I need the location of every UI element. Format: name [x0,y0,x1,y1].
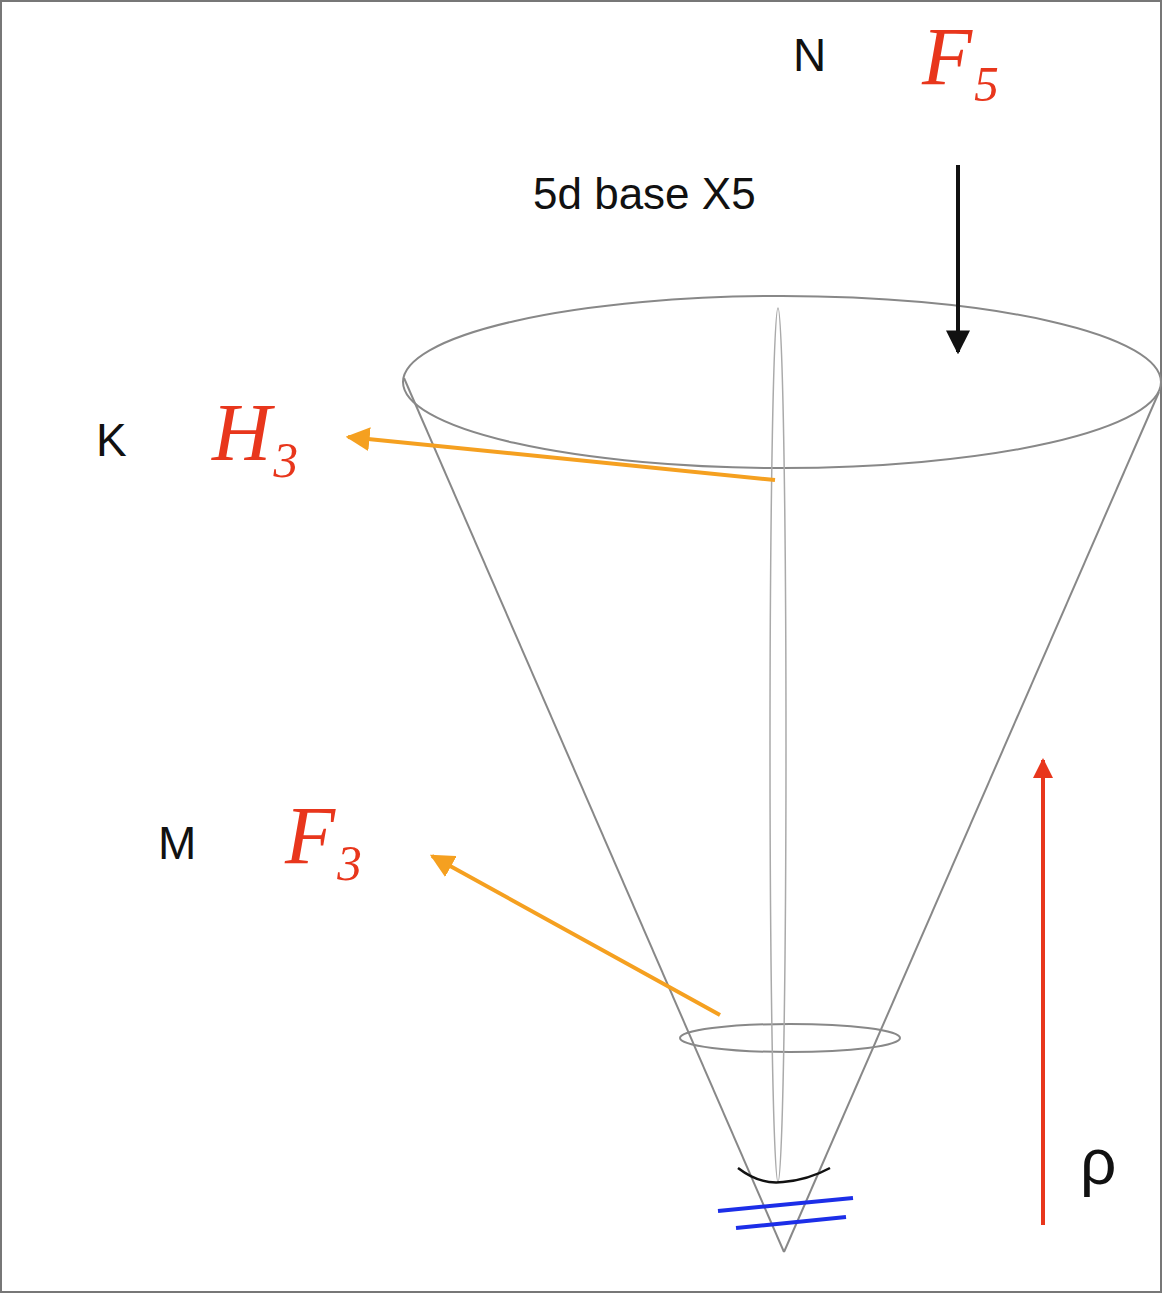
base-label: 5d base X5 [533,172,756,216]
field-strength: F₅ [922,16,1001,98]
flux-quantum: M [158,820,196,866]
leader-arrow [432,856,720,1015]
leader-arrow [348,437,775,480]
radial-arrow [1041,760,1045,1225]
flux-quantum: K [96,417,127,463]
field-strength: F₃ [285,795,364,877]
tip-cap [738,1168,830,1182]
flux-quantum: N [793,32,826,78]
field-strength: H₃ [212,392,300,474]
radial-coordinate: ρ [1080,1130,1116,1194]
pointer-arrow [956,165,960,352]
cutoff-marks [718,1198,853,1228]
cone [403,296,1161,1252]
